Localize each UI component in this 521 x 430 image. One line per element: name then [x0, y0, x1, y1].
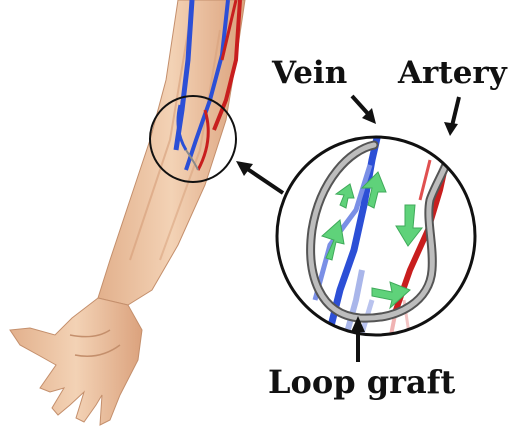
connector-arrow [236, 161, 283, 193]
artery-label: Artery [398, 58, 507, 89]
vein-label: Vein [272, 58, 347, 89]
loop-graft-label: Loop graft [268, 366, 455, 398]
magnified-view [277, 125, 475, 340]
hand [10, 298, 142, 425]
